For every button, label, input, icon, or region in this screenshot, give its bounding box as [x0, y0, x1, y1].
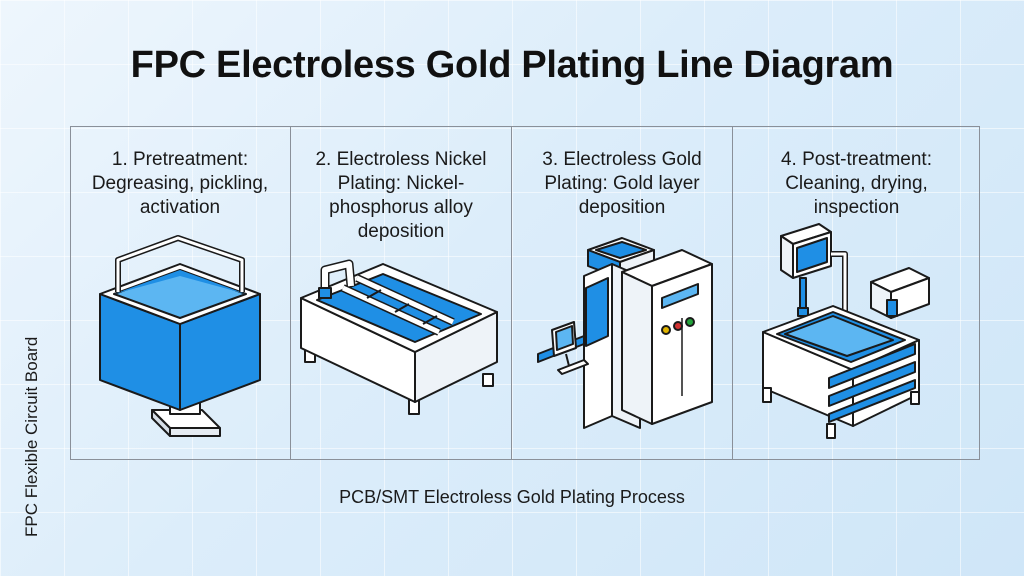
step-label: 4. Post-treatment: Cleaning, drying, ins…	[733, 148, 980, 220]
step-line: deposition	[578, 197, 666, 218]
step-line: Plating: Nickel-	[337, 173, 465, 194]
panel-divider	[511, 126, 512, 460]
step-line: deposition	[357, 221, 445, 242]
step-panel-post-treatment: 4. Post-treatment: Cleaning, drying, ins…	[733, 126, 980, 460]
step-panel-pretreatment: 1. Pretreatment: Degreasing, pickling, a…	[70, 126, 290, 460]
step-line: 1. Pretreatment:	[111, 149, 249, 170]
nickel-plating-tank-illustration	[300, 259, 498, 415]
panel-divider	[290, 126, 291, 460]
step-label: 1. Pretreatment: Degreasing, pickling, a…	[70, 148, 290, 220]
step-line: 2. Electroless Nickel	[315, 149, 487, 170]
process-frame	[70, 126, 980, 460]
step-label: 3. Electroless Gold Plating: Gold layer …	[512, 148, 732, 220]
panel-divider	[732, 126, 733, 460]
step-line: 3. Electroless Gold	[542, 149, 702, 170]
step-line: 4. Post-treatment:	[780, 149, 932, 170]
step-line: activation	[139, 197, 221, 218]
step-line: Plating: Gold layer	[544, 173, 700, 194]
step-panel-gold-plating: 3. Electroless Gold Plating: Gold layer …	[512, 126, 732, 460]
gold-plating-machine-illustration	[537, 237, 713, 429]
step-line: Cleaning, drying,	[785, 173, 928, 194]
diagram-caption: PCB/SMT Electroless Gold Plating Process	[339, 487, 685, 507]
step-panel-nickel-plating: 2. Electroless Nickel Plating: Nickel- p…	[291, 126, 511, 460]
step-label: 2. Electroless Nickel Plating: Nickel- p…	[291, 148, 511, 244]
step-line: phosphorus alloy	[329, 197, 473, 218]
step-line: Degreasing, pickling,	[91, 173, 269, 194]
page-title: FPC Electroless Gold Plating Line Diagra…	[130, 44, 894, 86]
pretreatment-tank-illustration	[99, 235, 261, 437]
step-line: inspection	[813, 197, 900, 218]
post-treatment-station-illustration	[762, 223, 930, 439]
